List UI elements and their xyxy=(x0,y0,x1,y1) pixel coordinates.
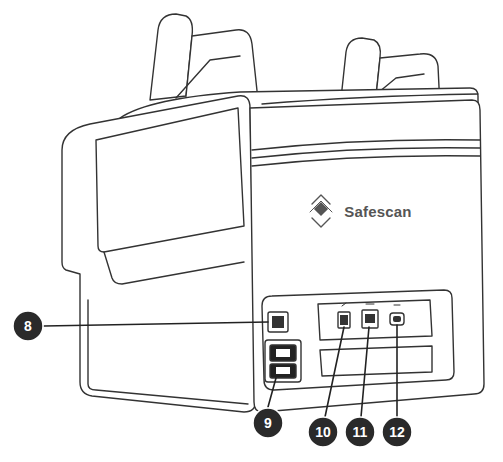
callout-number: 9 xyxy=(264,416,272,430)
callout-number: 11 xyxy=(353,425,368,439)
callout-number: 8 xyxy=(24,319,32,333)
callout-number: 12 xyxy=(389,425,405,439)
callout-number: 10 xyxy=(315,425,331,439)
brand-logo-text: Safescan xyxy=(344,204,411,219)
